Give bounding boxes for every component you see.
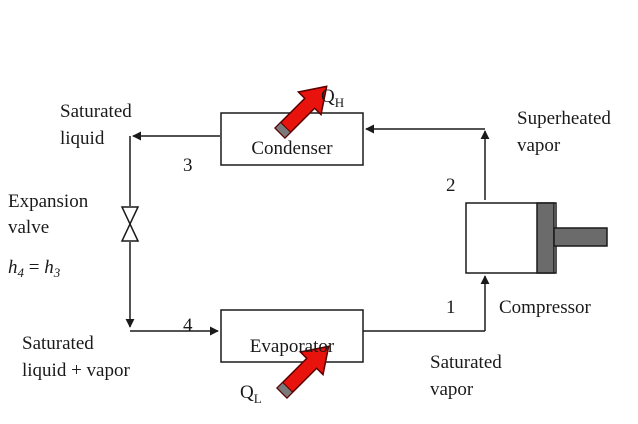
state-4-label: 4 xyxy=(183,315,193,336)
saturated-vapor-label-2: vapor xyxy=(430,379,474,400)
compressor-rod xyxy=(553,227,608,247)
saturated-mix-label-2: liquid + vapor xyxy=(22,360,130,381)
saturated-mix-label-1: Saturated xyxy=(22,333,94,354)
qh-label: QH xyxy=(321,86,344,110)
heat-arrow-icon xyxy=(273,85,328,140)
expansion-valve-label-2: valve xyxy=(8,217,49,238)
enthalpy-relation: h4 = h3 xyxy=(8,257,61,280)
heat-arrow-icon xyxy=(275,345,330,400)
saturated-liquid-label-1: Saturated xyxy=(60,101,132,122)
evaporator-box xyxy=(220,309,364,363)
state-3-label: 3 xyxy=(183,155,193,176)
state-2-label: 2 xyxy=(446,175,456,196)
superheated-vapor-label-1: Superheated xyxy=(517,108,611,129)
expansion-valve-icon xyxy=(120,206,140,242)
compressor-label: Compressor xyxy=(499,297,592,318)
evaporator-label: Evaporator xyxy=(250,336,335,357)
saturated-vapor-label-1: Saturated xyxy=(430,352,502,373)
compressor-icon xyxy=(465,202,608,274)
condenser-label: Condenser xyxy=(251,138,333,159)
ql-label: QL xyxy=(240,382,262,406)
state-1-label: 1 xyxy=(446,297,456,318)
flow-lines xyxy=(125,124,490,336)
superheated-vapor-label-2: vapor xyxy=(517,135,561,156)
expansion-valve-label-1: Expansion xyxy=(8,191,89,212)
saturated-liquid-label-2: liquid xyxy=(60,128,105,149)
compressor-piston xyxy=(536,202,555,274)
